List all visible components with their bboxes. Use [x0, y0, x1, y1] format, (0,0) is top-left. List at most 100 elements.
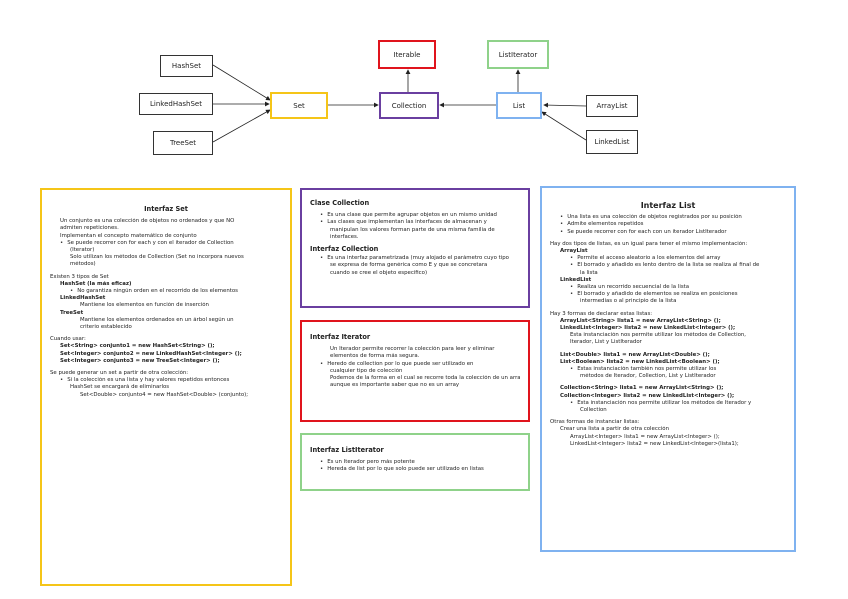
node-treeset-label: TreeSet	[169, 139, 197, 147]
edge-linkedlist-list	[541, 111, 587, 141]
set-line: Set<String> conjunto1 = new HashSet<Stri…	[60, 343, 215, 350]
listiterator-line: Es un Iterador pero más potente	[310, 459, 520, 466]
list-line: LinkedList<Integer> lista2 = new LinkedL…	[570, 440, 739, 447]
set-line: criterio establecido	[80, 324, 132, 331]
iterator-line: Un Iterador permite recorrer la colecció…	[330, 346, 495, 353]
set-panel-title: Interfaz Set	[144, 205, 188, 213]
node-iterable: Iterable	[378, 40, 436, 69]
list-line: Collection	[580, 407, 607, 414]
list-line: ArrayList<String> lista1 = new ArrayList…	[560, 317, 721, 324]
list-line: List<Boolean> lista2 = new LinkedList<Bo…	[560, 358, 720, 365]
set-line: Cuando usar:	[50, 336, 86, 343]
list-line: El borrado y añadido es lento dentro de …	[550, 262, 786, 269]
node-linkedlist-label: LinkedList	[594, 138, 630, 146]
set-line: admiten repeticiones.	[60, 225, 119, 232]
node-treeset: TreeSet	[153, 131, 213, 155]
node-set-label: Set	[293, 101, 305, 110]
list-line: Esta instanciación nos permite utilizar …	[570, 332, 746, 339]
set-line: Mantiene los elementos ordenados en un á…	[80, 316, 234, 323]
iterator-line: elementos de forma más segura.	[330, 353, 420, 360]
node-linkedhashset: LinkedHashSet	[139, 93, 213, 115]
list-line: Se puede recorrer con for each con un it…	[550, 229, 786, 236]
list-line: Collection<Integer> lista2 = new LinkedL…	[560, 392, 735, 399]
list-line: intermedias o al principio de la lista	[580, 298, 677, 305]
set-line: Se puede recorrer con for each y con el …	[50, 240, 282, 247]
list-line: Esta instanciación nos permite utilizar …	[550, 400, 786, 407]
node-collection: Collection	[379, 92, 439, 119]
set-line: métodos)	[70, 261, 96, 268]
listiterator-panel-title: Interfaz ListIterator	[310, 446, 384, 454]
list-line: Hay dos tipos de listas, es un igual par…	[550, 240, 748, 247]
collection-panel-title: Clase Collection	[310, 199, 370, 207]
list-line: Una lista es una colección de objetos re…	[550, 214, 786, 221]
node-set: Set	[270, 92, 328, 119]
set-line: Existen 3 tipos de Set	[50, 273, 109, 280]
node-linkedhashset-label: LinkedHashSet	[150, 100, 202, 108]
iterator-line: cualquier tipo de colección	[330, 367, 403, 374]
iterator-panel-title: Interfaz Iterator	[310, 333, 371, 341]
iterator-line: Heredo de collection por lo que puede se…	[310, 361, 520, 368]
node-hashset: HashSet	[160, 55, 213, 77]
collection-line: Es una clase que permite agrupar objetos…	[310, 212, 520, 219]
set-line: HashSet (la más eficaz)	[60, 280, 132, 287]
set-line: Implementan el concepto matemático de co…	[60, 232, 197, 239]
list-line: métodos de Iterador, Collection, List y …	[580, 373, 716, 380]
list-panel: Interfaz List Una lista es una colección…	[540, 186, 796, 552]
list-line: Permite el acceso aleatorio a los elemen…	[550, 255, 786, 262]
set-line: HashSet se encargará de eliminarlos	[70, 384, 170, 391]
node-iterable-label: Iterable	[393, 50, 421, 59]
node-arraylist-label: ArrayList	[596, 102, 628, 110]
list-line: List<Double> lista1 = new ArrayList<Doub…	[560, 351, 710, 358]
edge-treeset-set	[212, 109, 271, 143]
list-line: Collection<String> lista1 = new ArrayLis…	[560, 385, 724, 392]
edge-hashset-set	[212, 64, 271, 101]
collection-line: manipulan los valores forman parte de un…	[330, 226, 495, 233]
collection-panel: Clase Collection Es una clase que permit…	[300, 188, 530, 308]
node-linkedlist: LinkedList	[586, 130, 638, 154]
list-line: Realiza un recorrido secuencial de la li…	[550, 284, 786, 291]
list-line: Otras formas de instanciar listas:	[550, 419, 640, 426]
iterator-line: Podemos de la forma en el cual se recorr…	[330, 375, 520, 382]
collection-subline: cuando se cree el objeto específico)	[330, 269, 428, 276]
set-line: Solo utilizan los métodos de Collection …	[70, 254, 244, 261]
node-listiterator-label: ListIterator	[498, 50, 538, 59]
listiterator-panel: Interfaz ListIterator Es un Iterador per…	[300, 433, 530, 491]
set-line: Un conjunto es una colección de objetos …	[60, 218, 235, 225]
set-line: TreeSet	[60, 309, 84, 316]
collection-subline: Es una interfaz parametrizada (muy aloja…	[310, 255, 520, 262]
collection-subline: se expresa de forma genérica como E y qu…	[330, 262, 488, 269]
set-line: Set<Integer> conjunto2 = new LinkedHashS…	[60, 350, 242, 357]
list-line: ArrayList<Integer> lista1 = new ArrayLis…	[570, 433, 720, 440]
list-line: Admite elementos repetidos	[550, 221, 786, 228]
set-panel: Interfaz Set Un conjunto es una colecció…	[40, 188, 292, 586]
node-arraylist: ArrayList	[586, 95, 638, 117]
set-line: LinkedHashSet	[60, 295, 106, 302]
set-line: Si la colección es una lista y hay valor…	[50, 377, 282, 384]
list-line: LinkedList	[560, 276, 592, 283]
node-listiterator: ListIterator	[487, 40, 549, 69]
collection-panel-subtitle: Interfaz Collection	[310, 245, 379, 254]
list-line: la lista	[580, 269, 598, 276]
set-line: Se puede generar un set a partir de otra…	[50, 370, 189, 377]
listiterator-line: Hereda de list por lo que solo puede ser…	[310, 466, 520, 473]
node-collection-label: Collection	[391, 101, 427, 110]
list-line: ArrayList	[560, 248, 588, 255]
set-line: (Iterator)	[70, 247, 95, 254]
set-line: No garantiza ningún orden en el recorrid…	[50, 288, 282, 295]
collection-line: interfaces.	[330, 233, 359, 240]
set-line: Set<Double> conjunto4 = new HashSet<Doub…	[80, 391, 249, 398]
iterator-line: aunque es importante saber que no es un …	[330, 382, 460, 389]
list-panel-title: Interfaz List	[640, 201, 696, 210]
list-line: Iterador, List y ListIterador	[570, 339, 642, 346]
node-hashset-label: HashSet	[171, 62, 202, 70]
set-line: Set<Integer> conjunto3 = new TreeSet<Int…	[60, 357, 220, 364]
list-line: LinkedList<Integer> lista2 = new LinkedL…	[560, 325, 736, 332]
list-line: Crear una lista a partir de otra colecci…	[560, 426, 670, 433]
node-list: List	[496, 92, 542, 119]
list-line: Estas instanciación también nos permite …	[550, 366, 786, 373]
iterator-panel: Interfaz Iterator Un Iterador permite re…	[300, 320, 530, 422]
list-line: El borrado y añadido de elementos se rea…	[550, 291, 786, 298]
list-line: Hay 3 formas de declarar estas listas:	[550, 310, 653, 317]
set-line: Mantiene los elementos en función de ins…	[80, 302, 209, 309]
